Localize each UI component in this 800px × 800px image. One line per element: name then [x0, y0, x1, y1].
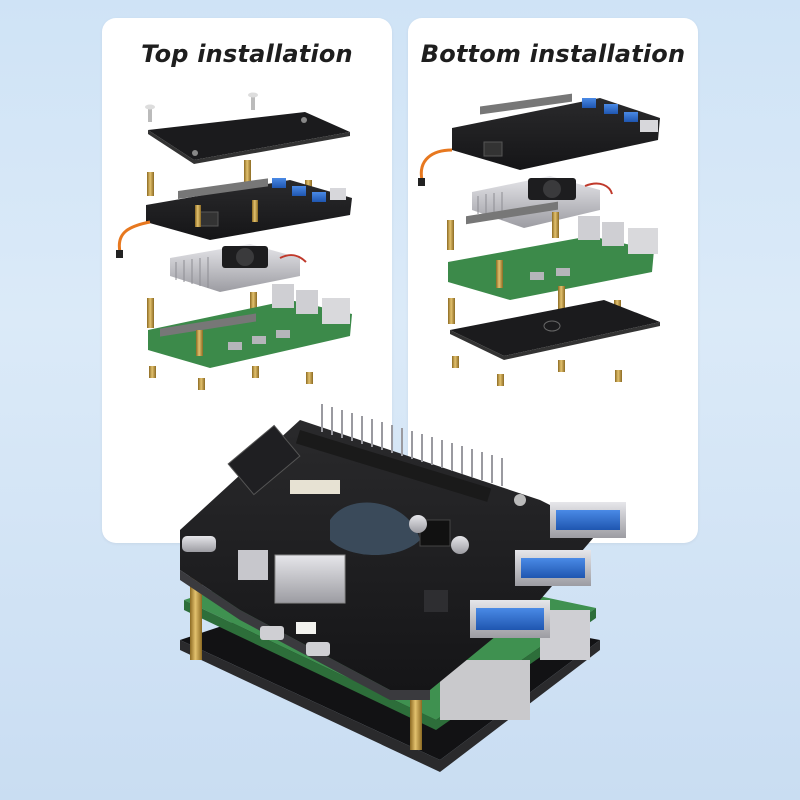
expansion-board: [452, 98, 660, 170]
cooling-fan-icon: [170, 244, 307, 292]
usb-port-icon: [470, 502, 626, 638]
gpio-header-icon: [178, 178, 268, 199]
acrylic-plate: [148, 112, 350, 160]
sim-card-slot: [274, 554, 346, 604]
brass-standoff-icon: [147, 172, 154, 196]
bottom-installation-title: Bottom installation: [420, 40, 686, 68]
usb-c-port: [182, 536, 216, 552]
gpio-header-icon: [321, 404, 503, 486]
acrylic-plate: [450, 300, 660, 356]
cooling-fan-icon: [330, 502, 420, 555]
bottom-installation-exploded-view: [418, 93, 660, 386]
usb-port-icon: [272, 178, 286, 188]
raspberry-pi-board: [148, 300, 352, 368]
top-installation-title: Top installation: [141, 40, 353, 68]
assembled-stack: [180, 404, 626, 772]
top-installation-exploded-view: [116, 92, 352, 390]
screw-icon: [145, 92, 258, 122]
